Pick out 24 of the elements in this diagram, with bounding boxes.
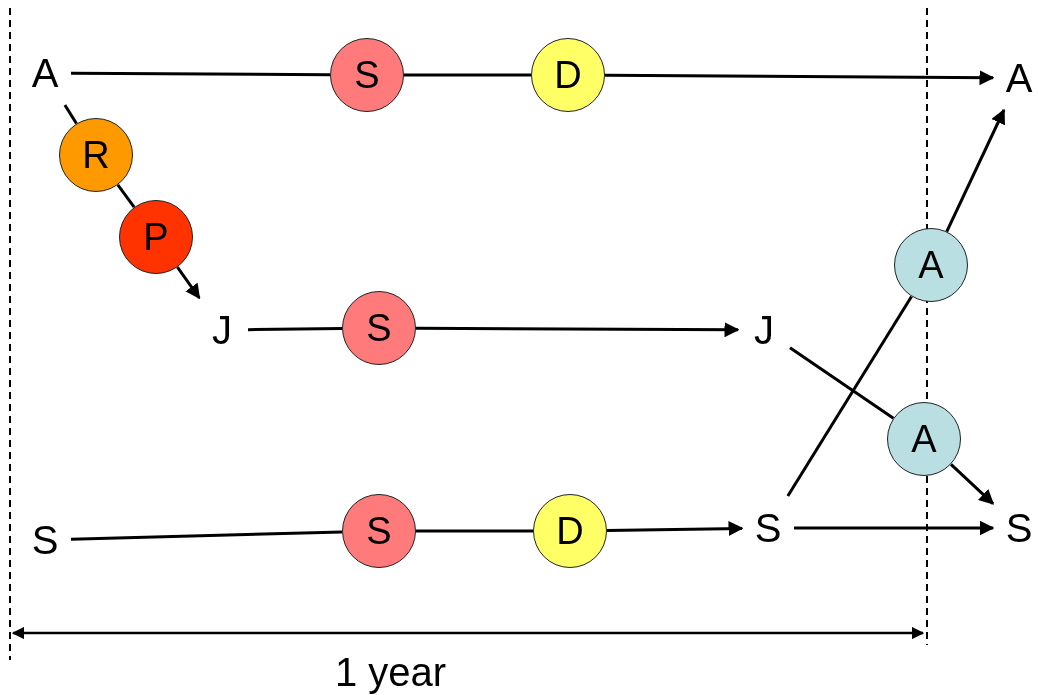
node-label: J <box>206 308 238 352</box>
circle-node: D <box>531 38 605 112</box>
node-label: J <box>748 308 780 352</box>
circle-node: D <box>533 494 607 568</box>
arrow <box>416 322 740 338</box>
node-label: A <box>1003 56 1035 100</box>
dimension-label: 1 year <box>335 652 447 692</box>
circle-node: S <box>330 38 404 112</box>
arrow <box>176 266 201 300</box>
arrow <box>605 70 995 86</box>
circle-node: S <box>342 494 416 568</box>
node-label: S <box>752 506 784 550</box>
node-label: S <box>29 518 61 562</box>
arrow <box>606 521 744 537</box>
circle-node: S <box>342 291 416 365</box>
circle-node: R <box>59 118 133 192</box>
arrow <box>945 108 1006 233</box>
circle-node: A <box>887 402 961 476</box>
arrow <box>949 463 995 505</box>
node-label: A <box>29 51 61 95</box>
circle-node: P <box>119 200 193 274</box>
circle-node: A <box>894 228 968 302</box>
arrow <box>794 520 995 536</box>
node-label: S <box>1003 506 1035 550</box>
